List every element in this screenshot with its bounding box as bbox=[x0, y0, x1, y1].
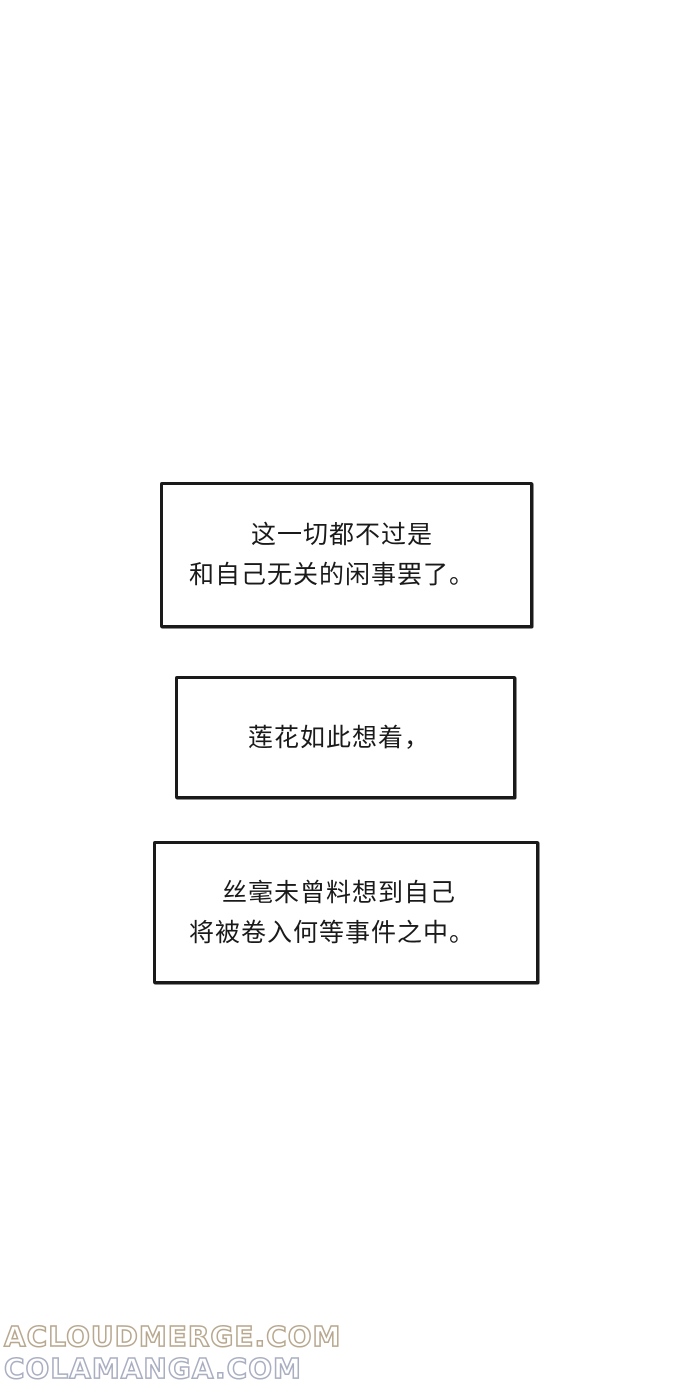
narration-line: 和自己无关的闲事罢了。 bbox=[189, 560, 476, 589]
narration-line: 这一切都不过是 bbox=[251, 520, 434, 549]
narration-box-1: 这一切都不过是 和自己无关的闲事罢了。 bbox=[160, 482, 533, 628]
narration-box-2: 莲花如此想着， bbox=[175, 676, 516, 799]
narration-line: 丝毫未曾料想到自己 bbox=[222, 877, 457, 907]
narration-line: 莲花如此想着， bbox=[248, 722, 431, 752]
narration-line: 将被卷入何等事件之中。 bbox=[189, 917, 476, 947]
narration-box-3: 丝毫未曾料想到自己 将被卷入何等事件之中。 bbox=[153, 841, 539, 984]
watermark-line-1: ACLOUDMERGE.COM bbox=[3, 1319, 342, 1354]
watermark-line-2: COLAMANGA.COM bbox=[3, 1351, 302, 1386]
